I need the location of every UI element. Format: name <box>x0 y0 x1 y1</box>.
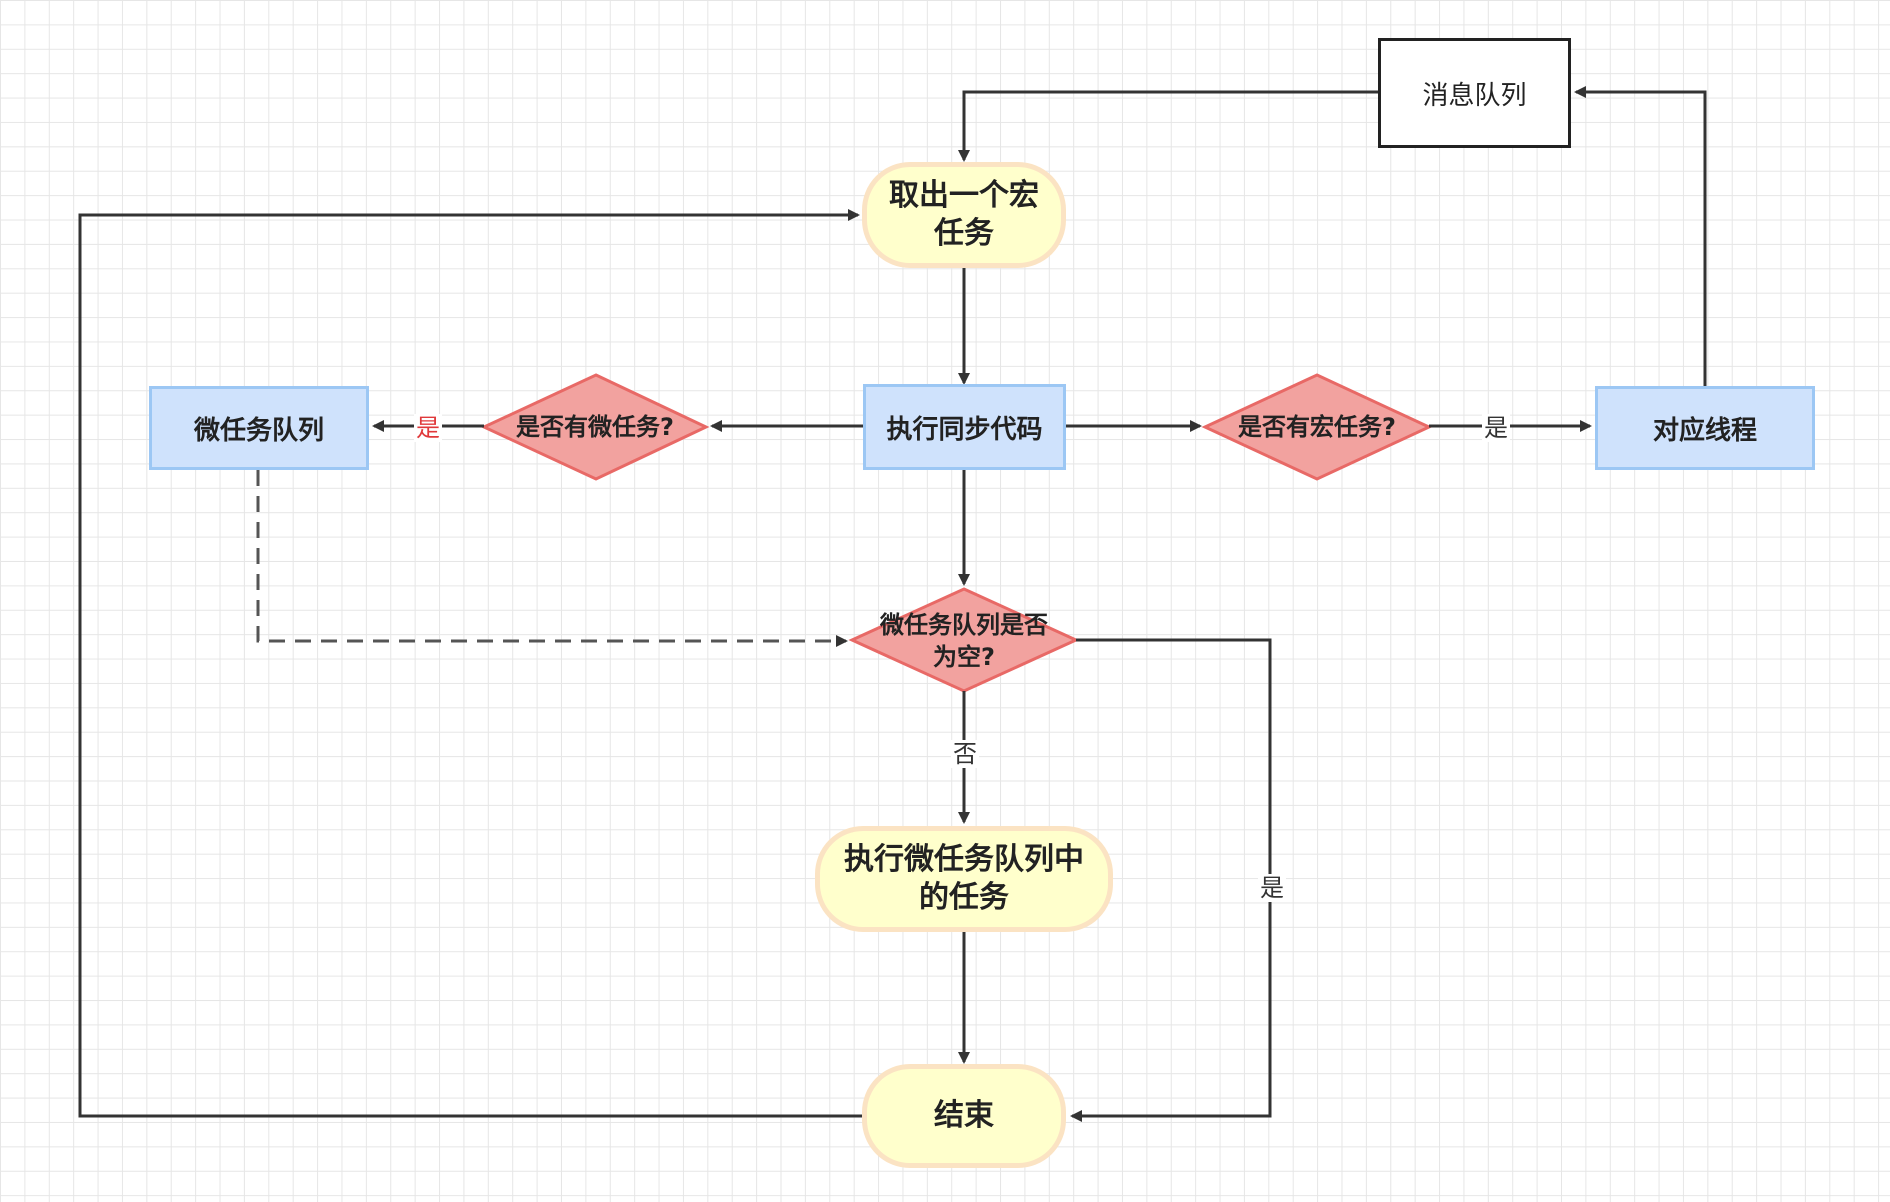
has-microtask-label: 是否有微任务? <box>516 413 674 441</box>
edge-thread-to-message-queue <box>1574 86 1707 386</box>
corresponding-thread-node[interactable]: 对应线程 <box>1595 386 1815 470</box>
edge-label-yes-empty: 是 <box>1258 874 1286 902</box>
microtask-queue-node[interactable]: 微任务队列 <box>149 386 369 470</box>
edge-microtask-queue-to-microtask-empty <box>256 470 848 647</box>
decision-has-macrotask-shape[interactable] <box>1201 373 1433 481</box>
edge-label-yes-macrotask: 是 <box>1482 414 1510 442</box>
end-node[interactable]: 结束 <box>862 1064 1066 1168</box>
edge-label-no-empty: 否 <box>951 740 979 768</box>
edge-label-yes-microtask: 是 <box>414 414 442 442</box>
edge-message-queue-to-take-macrotask <box>958 90 1378 162</box>
microtask-queue-empty-label: 微任务队列是否 为空? <box>880 611 1048 671</box>
take-macrotask-node[interactable]: 取出一个宏 任务 <box>862 162 1066 268</box>
has-macrotask-label: 是否有宏任务? <box>1238 413 1396 441</box>
edge-end-to-take-macrotask <box>78 209 864 1118</box>
decision-has-microtask-shape[interactable] <box>480 373 710 481</box>
run-microtasks-node[interactable]: 执行微任务队列中 的任务 <box>815 826 1113 932</box>
run-sync-code-node[interactable]: 执行同步代码 <box>863 384 1066 470</box>
message-queue-node[interactable]: 消息队列 <box>1378 38 1571 148</box>
